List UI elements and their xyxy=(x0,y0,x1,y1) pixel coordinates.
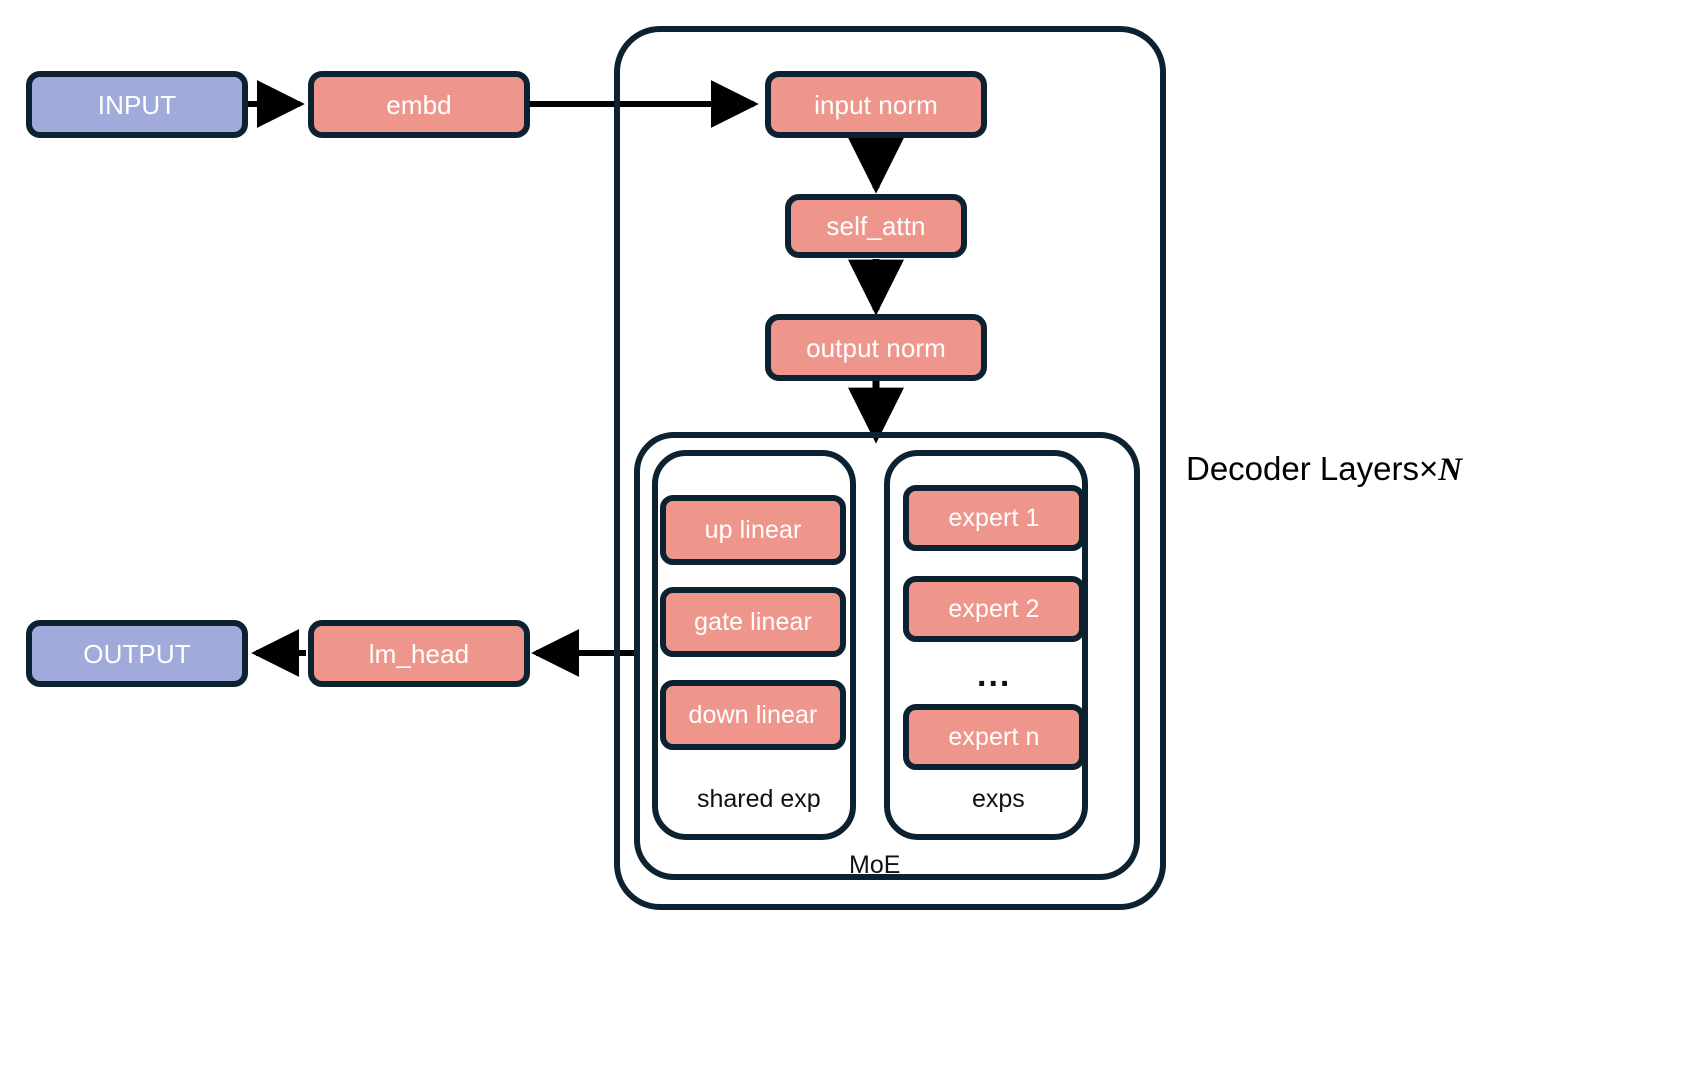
decoder-layers-container xyxy=(614,26,1166,910)
node-down-linear[interactable]: down linear xyxy=(660,680,846,750)
moe-caption: MoE xyxy=(849,851,901,879)
experts-container xyxy=(884,450,1088,840)
node-expert-2[interactable]: expert 2 xyxy=(903,576,1085,642)
node-output-norm-label: output norm xyxy=(806,332,946,363)
node-gate-linear[interactable]: gate linear xyxy=(660,587,846,657)
experts-ellipsis: ... xyxy=(977,656,1012,694)
node-input-label: INPUT xyxy=(97,89,177,120)
node-gate-linear-label: gate linear xyxy=(694,607,812,636)
exps-caption: exps xyxy=(972,785,1025,813)
decoder-layers-annotation-text: Decoder Layers× xyxy=(1186,450,1439,487)
node-expert-1-label: expert 1 xyxy=(948,503,1040,532)
node-input-norm[interactable]: input norm xyxy=(765,71,987,138)
node-down-linear-label: down linear xyxy=(688,700,818,729)
node-self-attn-label: self_attn xyxy=(826,211,926,241)
node-expert-2-label: expert 2 xyxy=(948,594,1040,623)
node-up-linear[interactable]: up linear xyxy=(660,495,846,565)
node-output-label: OUTPUT xyxy=(83,638,191,669)
decoder-layers-annotation: Decoder Layers×N xyxy=(1186,452,1462,487)
moe-container xyxy=(634,432,1140,880)
node-expert-n[interactable]: expert n xyxy=(903,704,1085,770)
node-expert-n-label: expert n xyxy=(948,722,1040,751)
node-input-norm-label: input norm xyxy=(814,89,938,120)
node-embd-label: embd xyxy=(386,89,452,120)
decoder-layers-count: N xyxy=(1438,452,1463,488)
node-up-linear-label: up linear xyxy=(704,515,802,544)
node-expert-1[interactable]: expert 1 xyxy=(903,485,1085,551)
node-self-attn[interactable]: self_attn xyxy=(785,194,967,258)
node-lm-head-label: lm_head xyxy=(368,638,470,669)
node-output-norm[interactable]: output norm xyxy=(765,314,987,381)
shared-expert-container xyxy=(652,450,856,840)
node-input[interactable]: INPUT xyxy=(26,71,248,138)
node-output[interactable]: OUTPUT xyxy=(26,620,248,687)
node-lm-head[interactable]: lm_head xyxy=(308,620,530,687)
shared-exp-caption: shared exp xyxy=(697,785,821,813)
node-embd[interactable]: embd xyxy=(308,71,530,138)
